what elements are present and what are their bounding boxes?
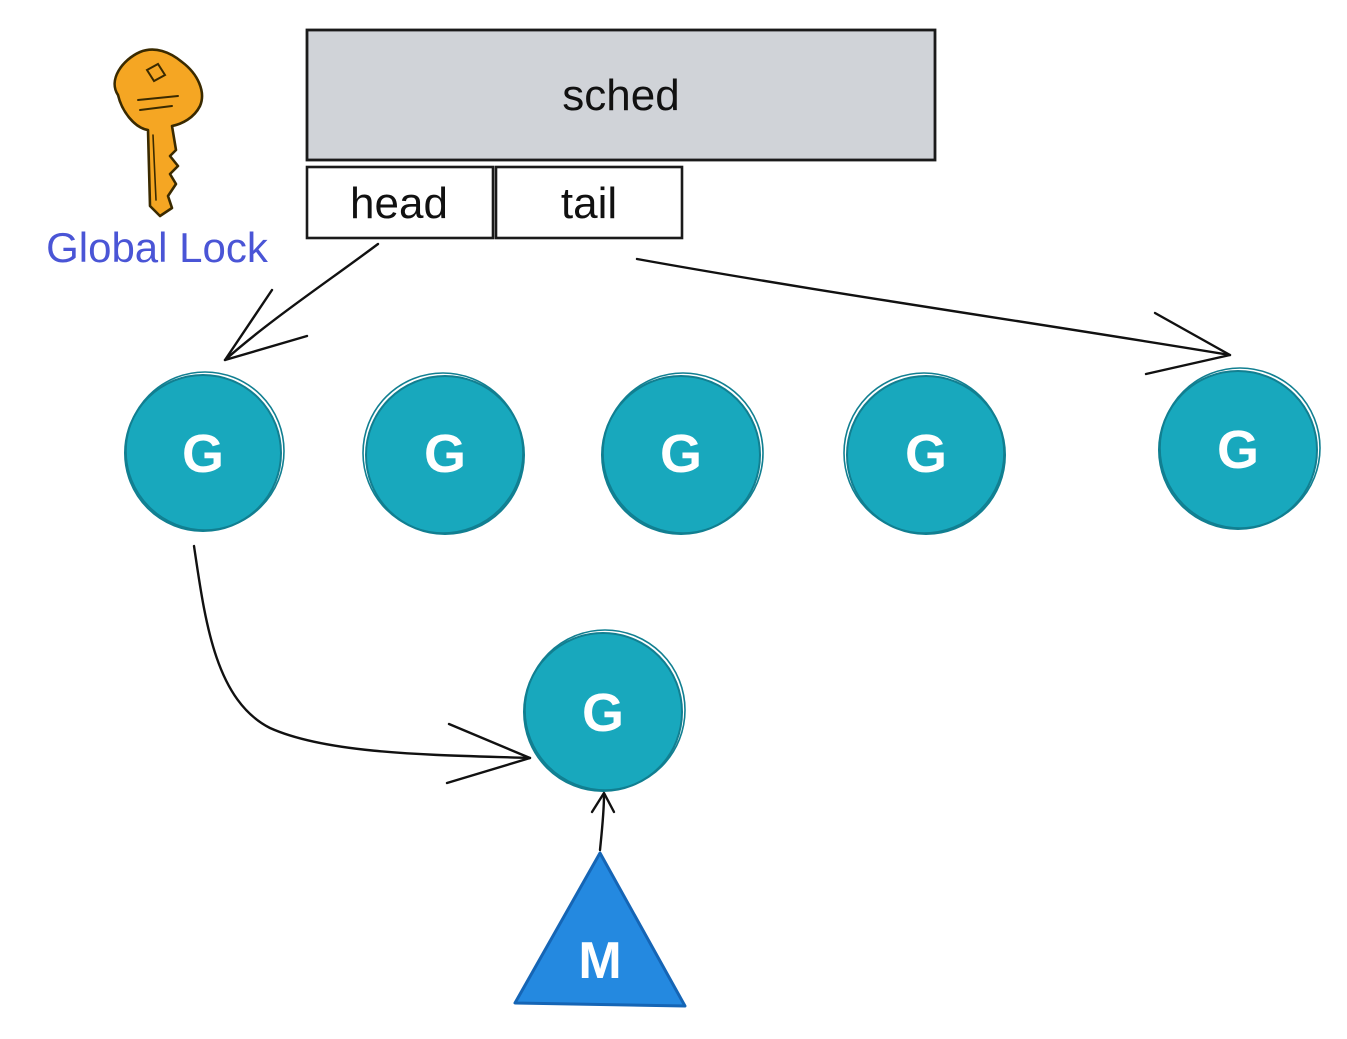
goroutine-label: G [905,424,947,484]
goroutine-label: G [424,424,466,484]
tail-label: tail [561,179,617,228]
global-lock-label: Global Lock [46,224,269,271]
goroutine-node: G [843,372,1006,535]
sched-label: sched [562,71,679,120]
goroutine-label: G [1217,420,1259,480]
key-icon [113,48,204,218]
goroutine-label: G [660,424,702,484]
machine-node: M [513,851,687,1008]
tail-field [494,165,684,240]
machine-to-goroutine-arrow [590,791,616,852]
tail-pointer-arrow [635,257,1232,376]
machine-label: M [578,932,621,990]
dequeue-arrow [192,544,532,785]
goroutine-label: G [182,424,224,484]
goroutine-node: G [601,372,764,535]
head-field [305,165,495,240]
sched-box [305,28,937,162]
goroutine-node: G [1158,367,1321,530]
head-label: head [350,179,448,228]
running-goroutine-node: G [523,629,686,792]
goroutine-node: G [362,372,525,535]
running-goroutine-label: G [582,683,624,743]
head-pointer-arrow [223,242,380,362]
global-run-queue: G G G G G [124,367,1321,535]
goroutine-node: G [124,371,285,532]
